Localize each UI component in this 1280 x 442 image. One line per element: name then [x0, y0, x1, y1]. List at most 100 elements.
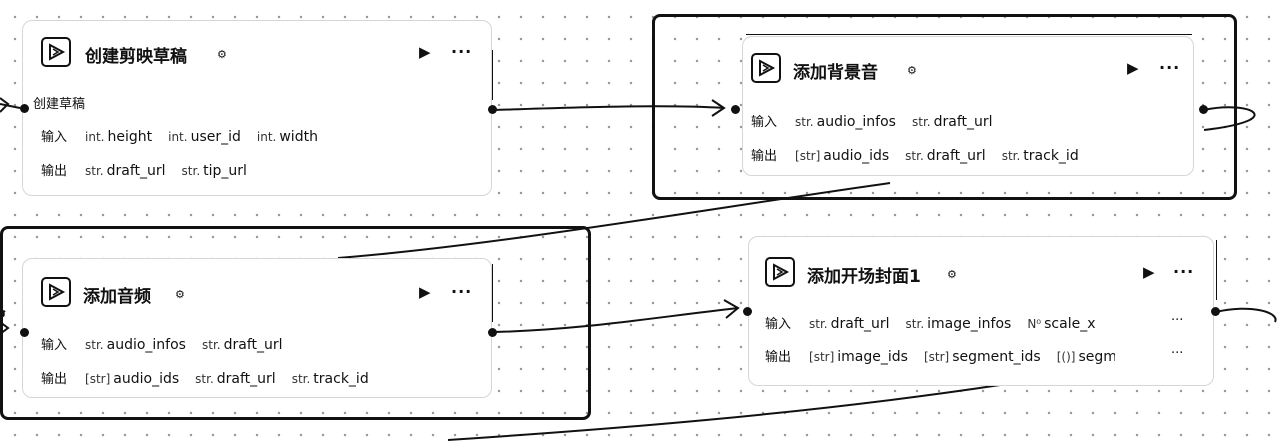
- param-type: str.: [195, 372, 214, 386]
- output-label: 输出: [765, 350, 792, 365]
- param-type: str.: [201, 338, 221, 352]
- output-port-line: [1216, 240, 1217, 300]
- node-add-bgm[interactable]: 添加背景音 ⚙ ▶ ··· 输入 str.audio_infos str.dra…: [742, 36, 1194, 176]
- input-params: 输入 str.audio_infos str.draft_url: [41, 334, 283, 353]
- settings-icon[interactable]: ⚙: [947, 268, 957, 281]
- param-type: [()]: [1056, 350, 1076, 364]
- input-label: 输入: [765, 317, 792, 332]
- run-icon[interactable]: ▶: [1127, 59, 1139, 77]
- param-name: height: [107, 129, 153, 145]
- output-port-line: [492, 50, 493, 100]
- param-name: segment_ids: [952, 349, 1041, 365]
- edge-bgm-to-audio: [337, 182, 891, 259]
- param-type: str.: [85, 338, 104, 352]
- node-top-rule: [746, 34, 1192, 35]
- param-name: tip_url: [203, 163, 247, 179]
- param-name: segm: [1078, 349, 1115, 365]
- input-label: 输入: [41, 130, 68, 145]
- more-icon[interactable]: ···: [451, 282, 473, 301]
- param-name: audio_ids: [113, 371, 180, 387]
- settings-icon[interactable]: ⚙: [907, 64, 917, 77]
- param-type: str.: [795, 115, 814, 129]
- edge-audio-to-cover: [493, 307, 739, 333]
- node-title: 添加背景音: [793, 63, 878, 83]
- selection-frame: [652, 14, 1237, 200]
- param-name: image_infos: [927, 316, 1012, 332]
- output-port[interactable]: [1199, 105, 1208, 114]
- param-name: audio_infos: [816, 114, 896, 130]
- edge-cover-loop: [1215, 307, 1277, 323]
- output-label: 输出: [41, 164, 68, 179]
- param-name: track_id: [313, 371, 369, 387]
- node-title: 添加音频: [83, 287, 151, 307]
- node-create-draft[interactable]: 创建剪映草稿 ⚙ ▶ ··· 创建草稿 输入 int.height int.us…: [22, 20, 492, 196]
- input-port[interactable]: [20, 328, 29, 337]
- param-type: [str]: [809, 350, 835, 364]
- node-subtitle: 创建草稿: [33, 97, 86, 112]
- edge-cover-out: [447, 384, 1001, 441]
- param-name: audio_ids: [823, 148, 890, 164]
- selection-frame: [0, 226, 591, 420]
- param-type: str.: [905, 317, 925, 331]
- node-title: 添加开场封面1: [807, 267, 921, 287]
- param-name: draft_url: [926, 148, 986, 164]
- more-icon[interactable]: ···: [1159, 58, 1181, 77]
- param-type: str.: [1001, 149, 1021, 163]
- param-type: str.: [905, 149, 924, 163]
- param-type: str.: [809, 317, 828, 331]
- output-params: 输出 [str]audio_ids str.draft_url str.trac…: [41, 368, 369, 387]
- param-name: user_id: [190, 129, 241, 145]
- output-port-line: [492, 264, 493, 322]
- param-type: int.: [85, 130, 105, 144]
- param-name: track_id: [1023, 148, 1079, 164]
- video-editor-logo-icon: [765, 257, 795, 287]
- param-name: width: [279, 129, 318, 145]
- arrow-create-to-bgm: [711, 99, 726, 117]
- run-icon[interactable]: ▶: [1143, 263, 1155, 281]
- param-type: str.: [911, 115, 931, 129]
- output-port[interactable]: [488, 105, 497, 114]
- run-icon[interactable]: ▶: [419, 283, 431, 301]
- video-editor-logo-icon: [41, 277, 71, 307]
- more-icon[interactable]: ···: [451, 42, 473, 61]
- param-name: scale_x: [1044, 316, 1096, 332]
- param-type: int.: [168, 130, 188, 144]
- param-name: draft_url: [830, 316, 890, 332]
- param-type: [str]: [795, 149, 821, 163]
- input-label: 输入: [751, 115, 778, 130]
- input-params: 输入 int.height int.user_id int.width: [41, 126, 318, 145]
- input-port[interactable]: [20, 104, 29, 113]
- settings-icon[interactable]: ⚙: [175, 288, 185, 301]
- output-label: 输出: [751, 149, 778, 164]
- edge-in-create: [0, 103, 21, 109]
- param-name: draft_url: [216, 371, 276, 387]
- more-icon[interactable]: ···: [1173, 262, 1195, 281]
- output-label: 输出: [41, 372, 68, 387]
- output-port[interactable]: [1211, 307, 1220, 316]
- edge-create-to-bgm: [493, 105, 725, 111]
- input-label: 输入: [41, 338, 68, 353]
- param-name: draft_url: [933, 114, 993, 130]
- output-port[interactable]: [488, 328, 497, 337]
- input-port[interactable]: [731, 105, 740, 114]
- node-add-cover[interactable]: 添加开场封面1 ⚙ ▶ ··· 输入 str.draft_url str.ima…: [748, 236, 1214, 386]
- inputs-overflow-icon[interactable]: ···: [1171, 313, 1184, 328]
- param-type: [str]: [923, 350, 950, 364]
- outputs-overflow-icon[interactable]: ···: [1171, 346, 1184, 361]
- video-editor-logo-icon: [751, 53, 781, 83]
- output-params: 输出 [str]audio_ids str.draft_url str.trac…: [751, 145, 1079, 164]
- arrow-audio-to-cover: [723, 299, 740, 319]
- video-editor-logo-icon: [41, 37, 71, 67]
- input-port[interactable]: [743, 307, 752, 316]
- param-type: str.: [181, 164, 201, 178]
- output-params: 输出 str.draft_url str.tip_url: [41, 160, 247, 179]
- param-type: int.: [256, 130, 277, 144]
- param-name: image_ids: [837, 349, 908, 365]
- param-type: str.: [291, 372, 311, 386]
- param-name: draft_url: [223, 337, 283, 353]
- run-icon[interactable]: ▶: [419, 43, 431, 61]
- settings-icon[interactable]: ⚙: [217, 48, 227, 61]
- param-type: str.: [85, 164, 104, 178]
- node-add-audio[interactable]: 添加音频 ⚙ ▶ ··· 输入 str.audio_infos str.draf…: [22, 258, 492, 398]
